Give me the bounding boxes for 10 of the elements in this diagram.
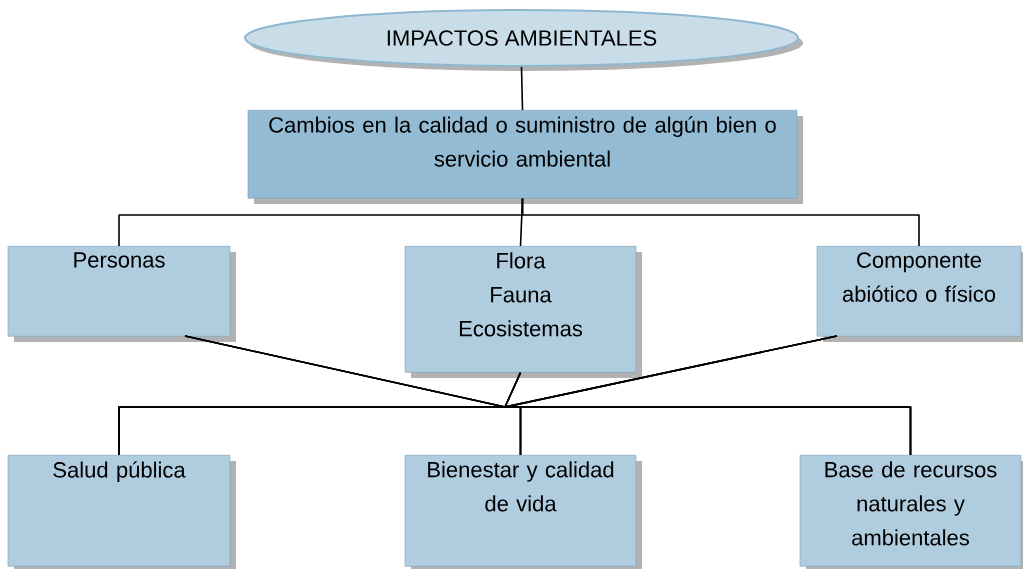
- connector-line: [520, 66, 524, 111]
- connector-line: [521, 197, 920, 247]
- connector-line: [504, 335, 912, 456]
- category-box: Flora Fauna Ecosistemas: [404, 246, 642, 378]
- category-box: Personas: [7, 246, 236, 342]
- outcome-box: Base de recursos naturales y ambientales: [799, 455, 1023, 569]
- category-box: Componente abiótico o físico: [816, 246, 1023, 342]
- process-box: Cambios en la calidad o suministro de algún bien o servicio ambiental: [247, 110, 803, 204]
- outcome-box: Salud pública: [7, 455, 236, 569]
- outcome-box: Bienestar y calidad de vida: [404, 455, 642, 569]
